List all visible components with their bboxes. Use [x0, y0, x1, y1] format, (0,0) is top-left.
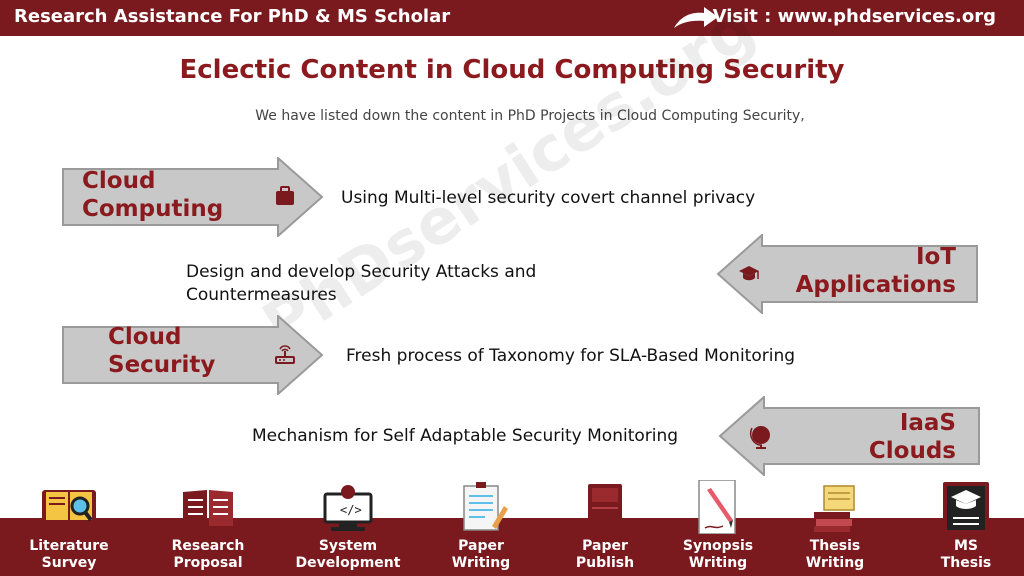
arrow-iot-applications: IoT Applications: [716, 234, 978, 314]
top-banner: Research Assistance For PhD & MS Scholar…: [0, 0, 1024, 36]
arrow-cloud-computing: Cloud Computing: [62, 157, 324, 237]
service-label: Paper Writing: [416, 538, 546, 572]
item-label-line1: IoT: [915, 244, 956, 270]
page-title: Eclectic Content in Cloud Computing Secu…: [179, 55, 845, 85]
service-label-line1: Paper: [458, 538, 504, 554]
service-label: Paper Publish: [540, 538, 670, 572]
synopsis-writing-icon: [698, 480, 736, 534]
router-icon: [275, 345, 295, 364]
service-literature-survey[interactable]: Literature Survey: [4, 480, 134, 572]
item-description: Fresh process of Taxonomy for SLA-Based …: [346, 345, 795, 368]
service-label-line1: Literature: [29, 538, 109, 554]
item-label-line2: Clouds: [868, 438, 956, 464]
description-line1: Design and develop Security Attacks and: [186, 262, 537, 282]
ms-thesis-icon: [943, 482, 989, 534]
item-label-line2: Applications: [795, 272, 956, 298]
service-label-line2: Writing: [451, 555, 511, 571]
research-proposal-icon: [183, 490, 233, 526]
service-label: MS Thesis: [901, 538, 1024, 572]
arrow-shape: [716, 234, 978, 314]
visit-link[interactable]: Visit : www.phdservices.org: [712, 6, 996, 27]
arrow-shape: [718, 396, 980, 476]
service-paper-writing[interactable]: Paper Writing: [416, 480, 546, 572]
literature-survey-icon: [42, 490, 96, 522]
service-label-line2: Survey: [41, 555, 97, 571]
description-line1: Mechanism for Self Adaptable Security Mo…: [252, 426, 679, 446]
service-label-line1: Thesis: [809, 538, 861, 554]
page-subtitle: We have listed down the content in PhD P…: [255, 108, 805, 124]
arrow-iaas-clouds: IaaS Clouds: [718, 396, 980, 476]
service-label-line2: Writing: [688, 555, 748, 571]
service-thesis-writing[interactable]: Thesis Writing: [770, 480, 900, 572]
globe-icon: [750, 426, 770, 449]
service-label-line2: Thesis: [940, 555, 992, 571]
service-label: Research Proposal: [143, 538, 273, 572]
service-label-line1: MS: [953, 538, 978, 554]
service-research-proposal[interactable]: Research Proposal: [143, 480, 273, 572]
arrow-cloud-security: Cloud Security: [62, 315, 324, 395]
item-description: Design and develop Security Attacks and …: [186, 261, 536, 307]
service-label-line1: Research: [171, 538, 245, 554]
item-label-line1: Cloud: [82, 168, 156, 194]
description-line1: Using Multi-level security covert channe…: [341, 188, 756, 208]
service-label: Thesis Writing: [770, 538, 900, 572]
service-label: Literature Survey: [4, 538, 134, 572]
service-synopsis-writing[interactable]: Synopsis Writing: [653, 480, 783, 572]
service-label-line2: Publish: [575, 555, 635, 571]
service-ms-thesis[interactable]: MS Thesis: [901, 480, 1024, 572]
paper-publish-icon: [588, 484, 622, 530]
item-label-line1: IaaS: [899, 410, 956, 436]
item-description: Mechanism for Self Adaptable Security Mo…: [252, 425, 678, 448]
item-label-line2: Security: [108, 352, 216, 378]
service-label-line1: Paper: [582, 538, 628, 554]
paper-writing-icon: [463, 482, 508, 531]
service-label-line2: Development: [295, 555, 401, 571]
service-label-line1: Synopsis: [682, 538, 754, 554]
graduation-cap-icon: [739, 266, 759, 281]
arrow-shape: [62, 315, 324, 395]
description-line1: Fresh process of Taxonomy for SLA-Based …: [346, 346, 796, 366]
service-label: System Development: [283, 538, 413, 572]
briefcase-icon: [276, 186, 294, 205]
service-label-line1: System: [318, 538, 378, 554]
svg-text:</>: </>: [340, 503, 362, 517]
item-description: Using Multi-level security covert channe…: [341, 187, 755, 210]
service-label-line2: Writing: [805, 555, 865, 571]
description-line2: Countermeasures: [186, 285, 337, 305]
service-label-line2: Proposal: [173, 555, 243, 571]
services-bar: [0, 518, 1024, 576]
brand-text: Research Assistance For PhD & MS Scholar: [14, 6, 451, 27]
system-development-icon: </>: [323, 485, 373, 531]
visit-arrow-icon: [674, 7, 718, 28]
service-label: Synopsis Writing: [653, 538, 783, 572]
service-system-development[interactable]: </> System Development: [283, 480, 413, 572]
thesis-writing-icon: [814, 485, 855, 532]
arrow-shape: [62, 157, 324, 237]
item-label-line2: Computing: [82, 196, 224, 222]
item-label-line1: Cloud: [108, 324, 182, 350]
service-paper-publish[interactable]: Paper Publish: [540, 480, 670, 572]
